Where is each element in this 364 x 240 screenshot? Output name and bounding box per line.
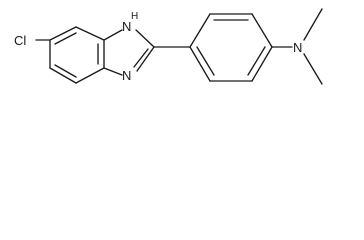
bond-imid-1 (103, 29, 123, 41)
atom-imine-nitrogen: N (122, 68, 131, 83)
bond-benzo-5 (49, 67, 77, 84)
bond-benzo-inner-1 (54, 32, 77, 45)
atom-labels: Cl N H N N (14, 11, 302, 83)
bond-ph-4 (251, 46, 273, 82)
atom-chlorine: Cl (14, 33, 26, 48)
bond-imid-2 (135, 29, 155, 48)
bond-benzo-2 (75, 26, 105, 41)
bond-ph-inner-3 (196, 46, 215, 76)
bond-n-methyl-1 (303, 8, 323, 41)
bond-imid-3 (136, 46, 155, 72)
atom-amine-nitrogen: N (293, 40, 302, 55)
bond-n-methyl-2 (303, 53, 323, 85)
structure-diagram: Cl N H N N (14, 8, 323, 85)
bond-ph-1 (189, 13, 211, 48)
atom-nh-hydrogen: H (131, 11, 138, 22)
bond-ph-inner-2 (247, 46, 266, 76)
bond-benzo-inner-3 (54, 64, 77, 78)
bond-ph-3 (251, 13, 273, 48)
bond-imid-4 (103, 67, 123, 76)
bond-benzo-4 (75, 67, 105, 84)
atom-nh-nitrogen: N (122, 19, 131, 34)
bond-imid-3b (133, 48, 149, 68)
bonds (35, 8, 323, 85)
bond-ph-6 (189, 46, 211, 82)
bond-benzo-1 (49, 26, 77, 41)
